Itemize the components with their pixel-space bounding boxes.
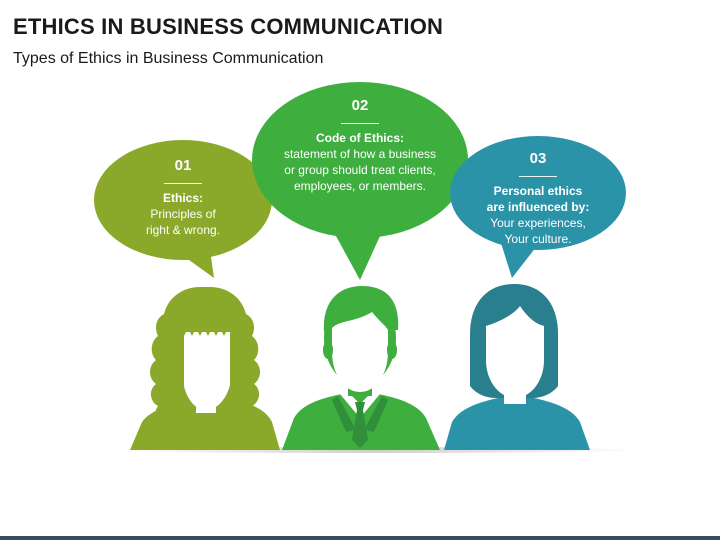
bubble-2-line-1: statement of how a business (283, 147, 437, 161)
person-woman-short-hair-neck (504, 394, 526, 404)
speech-bubble-1 (94, 140, 272, 278)
page-subtitle: Types of Ethics in Business Communicatio… (13, 50, 324, 67)
bubble-2-divider (341, 123, 379, 124)
person-woman-side-hair (176, 330, 238, 400)
bubble-3-heading-line-2: are influenced by: (486, 200, 590, 214)
bubble-2-number: 02 (351, 97, 369, 114)
bubble-1-content: 01 Ethics: Principles of right & wrong. (128, 157, 238, 238)
person-man-ear-left (323, 341, 333, 359)
bubble-1-line-2: right & wrong. (145, 223, 221, 237)
bubble-2-line-3: employees, or members. (293, 179, 427, 193)
bubble-1-number: 01 (174, 157, 192, 174)
bubble-2-content: 02 Code of Ethics: statement of how a bu… (264, 97, 456, 194)
bubble-1-divider (164, 183, 202, 184)
bubble-3-number: 03 (529, 150, 547, 167)
bubble-2-line-2: or group should treat clients, (284, 163, 436, 177)
bubble-3-content: 03 Personal ethics are influenced by: Yo… (473, 150, 603, 247)
bubble-1-heading: Ethics: (162, 191, 203, 205)
person-man-hair (323, 286, 399, 332)
page-title: ETHICS IN BUSINESS COMMUNICATION (13, 14, 444, 39)
speech-bubble-2 (252, 82, 468, 280)
speech-bubble-3 (450, 136, 626, 278)
bubble-3-divider (519, 176, 557, 177)
person-man-ear-right (387, 341, 397, 359)
person-woman-face (182, 332, 232, 413)
bubble-3-line-1: Your experiences, (490, 216, 586, 230)
person-woman-bangs (182, 328, 232, 336)
bubble-3-heading-line-1: Personal ethics (493, 184, 583, 198)
person-woman-short-hair-face (486, 306, 544, 398)
person-man-face (332, 312, 388, 392)
footer-bar (0, 536, 720, 540)
bubble-3-line-2: Your culture. (504, 232, 572, 246)
bubble-1-line-1: Principles of (150, 207, 216, 221)
bubble-2-heading: Code of Ethics: (315, 131, 404, 145)
